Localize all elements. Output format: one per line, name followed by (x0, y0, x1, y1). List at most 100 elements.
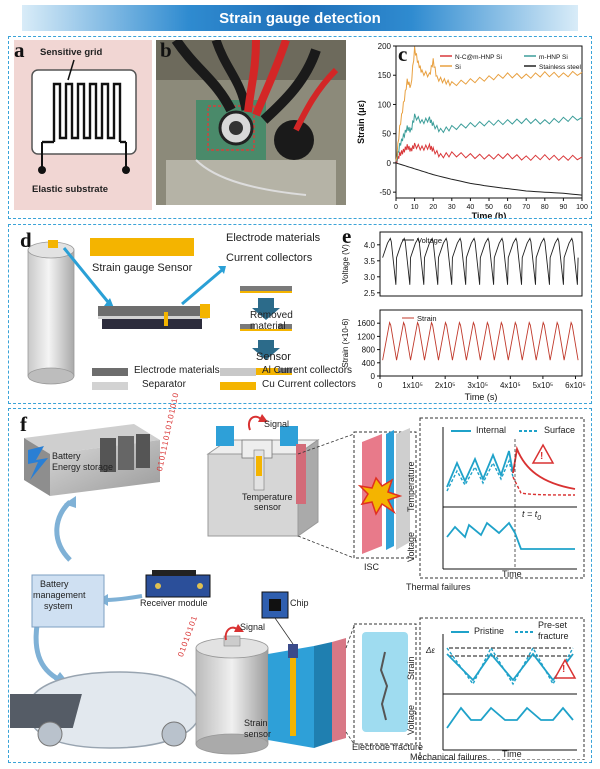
delta-epsilon-label: Δε (426, 646, 435, 655)
bms-label-2: management (33, 590, 86, 600)
panel-d-diagram (27, 238, 292, 390)
bms-label-3: system (44, 601, 73, 611)
chart-e-voltage-ytick-label: 4.0 (364, 241, 376, 250)
chart-e-strain-ytick-label: 400 (362, 359, 376, 368)
mech-xlabel-time: Time (502, 749, 522, 759)
chart-c-series-line (395, 46, 583, 161)
legend-pristine: Pristine (474, 626, 505, 636)
t0-label-main: t = t (522, 509, 538, 519)
chart-e-xtick-label: 5x10⁵ (533, 381, 554, 390)
battery-label-1: Battery (52, 451, 81, 461)
panel-d-label: d (20, 228, 32, 252)
t0-label: t = t0 (522, 509, 541, 522)
chart-c-xtick-label: 30 (448, 204, 456, 211)
chart-c-legend-label: N-C@m-HNP Si (455, 54, 502, 61)
chart-c-series-line (395, 113, 583, 162)
battery-label-2: Energy storage (52, 462, 114, 472)
chart-c-xtick-label: 10 (411, 204, 419, 211)
electrode-fracture-label: Electrode fracture (352, 742, 424, 752)
page-title: Strain gauge detection (219, 9, 381, 27)
strain-sensor-label-1: Strain (244, 718, 268, 728)
sensor-label: Sensor (256, 351, 291, 363)
chart-e-strain-ytick-label: 800 (362, 346, 376, 355)
chart-e-strain-ytick-label: 0 (371, 372, 376, 381)
chart-c-series-line (395, 162, 583, 196)
t0-label-sub: 0 (537, 514, 542, 522)
chart-c-ytick-label: 200 (378, 42, 392, 51)
mechanical-failures-label: Mechanical failures (410, 752, 488, 762)
chart-c-legend-label: Stainless steel (539, 64, 581, 71)
temperature-sensor-label-1: Temperature (242, 492, 293, 502)
chart-e-voltage-frame (379, 231, 583, 297)
mechanical-failure-graph (442, 631, 577, 751)
chart-c-ytick-label: 150 (378, 71, 392, 80)
panel-abc-box (8, 36, 592, 219)
chart-e-strain-line (382, 320, 579, 361)
legend-preset-1: Pre-set (538, 620, 568, 630)
chart-c-xtick-label: 20 (429, 204, 437, 211)
strain-gauge-grid-illustration (31, 59, 137, 174)
chart-c-xtick-label: 90 (560, 204, 568, 211)
legend-surface: Surface (544, 425, 576, 435)
elastic-substrate-label: Elastic substrate (32, 184, 109, 195)
chart-e-xtick-label: 1x10⁵ (402, 381, 423, 390)
legend-separator: Separator (142, 379, 186, 390)
chart-c-legend-label: m-HNP Si (539, 54, 568, 61)
signal-top-label: Signal (264, 419, 290, 429)
chart-e-strain-ytick-label: 1600 (357, 319, 375, 328)
chart-c-ytick-label: 50 (382, 130, 391, 139)
receiver-module-label: Receiver module (140, 598, 208, 608)
thermal-xlabel-time: Time (502, 569, 522, 579)
panel-de-box (8, 224, 592, 404)
title-bar: Strain gauge detection (22, 5, 578, 31)
panel-f-label: f (20, 412, 27, 436)
panel-c-label: c (398, 42, 408, 66)
panel-b-photo (156, 40, 346, 205)
chart-e-voltage-ytick-label: 3.5 (364, 257, 376, 266)
isc-label: ISC (364, 562, 380, 572)
chart-c-ylabel: Strain (με) (356, 100, 366, 144)
chart-e-voltage-ytick-label: 2.5 (364, 289, 376, 298)
chart-e-xtick-label: 3x10⁵ (467, 381, 488, 390)
bms-label-1: Battery (40, 579, 69, 589)
legend-al-collectors: Al Current collectors (262, 365, 353, 376)
panel-e-label: e (342, 224, 352, 248)
mech-ylabel-voltage: Voltage (406, 704, 416, 735)
chart-e-xtick-label: 0 (378, 381, 383, 390)
chart-e-strain-ylabel: Strain (×10-6) (341, 318, 350, 367)
chart-e-xtick-label: 2x10⁵ (435, 381, 456, 390)
panel-f-box (8, 408, 592, 763)
temperature-sensor-label-2: sensor (254, 502, 282, 512)
thermal-ylabel-voltage: Voltage (406, 531, 416, 562)
chart-c-legend-label: Si (455, 64, 461, 71)
legend-preset-2: fracture (538, 631, 569, 641)
chart-e-voltage-ytick-label: 3.0 (364, 273, 376, 282)
chart-e-strain-ytick-label: 1200 (357, 332, 375, 341)
chart-c-xtick-label: 100 (576, 204, 588, 211)
legend-cu-collectors: Cu Current collectors (262, 379, 356, 390)
chart-e-xtick-label: 6x10⁵ (565, 381, 586, 390)
thermal-failure-graph (442, 427, 577, 570)
chart-c-xtick-label: 80 (541, 204, 549, 211)
chip-label: Chip (290, 598, 309, 608)
mech-ylabel-strain: Strain (406, 656, 416, 680)
chart-c-ytick-label: -50 (379, 188, 391, 197)
chart-e-voltage-line (382, 237, 579, 285)
electrode-materials-top-label: Electrode materials (226, 232, 321, 244)
chart-e-voltage-ylabel: Voltage (V) (341, 244, 350, 284)
sensitive-grid-label: Sensitive grid (40, 47, 103, 58)
current-collectors-label: Current collectors (226, 252, 313, 264)
panel-e-chart: 2.5 3.0 3.5 4.0 0 400 800 1200 1600 0 1x10⁵ 2x10⁵ 3x… (341, 231, 586, 402)
mech-warning-icon: ! (562, 664, 566, 675)
legend-electrode-materials: Electrode materials (134, 365, 220, 376)
chart-c-ytick-label: 0 (387, 159, 392, 168)
chart-c-ytick-label: 100 (378, 100, 392, 109)
chart-c-xtick-label: 50 (485, 204, 493, 211)
strain-sensor-label-2: sensor (244, 729, 272, 739)
chart-c-series-line (395, 142, 583, 164)
strain-gauge-sensor-label: Strain gauge Sensor (92, 262, 193, 274)
panel-a-label: a (14, 38, 25, 62)
thermal-warning-icon: ! (540, 451, 544, 462)
chart-e-strain-legend-label: Strain (417, 314, 437, 323)
